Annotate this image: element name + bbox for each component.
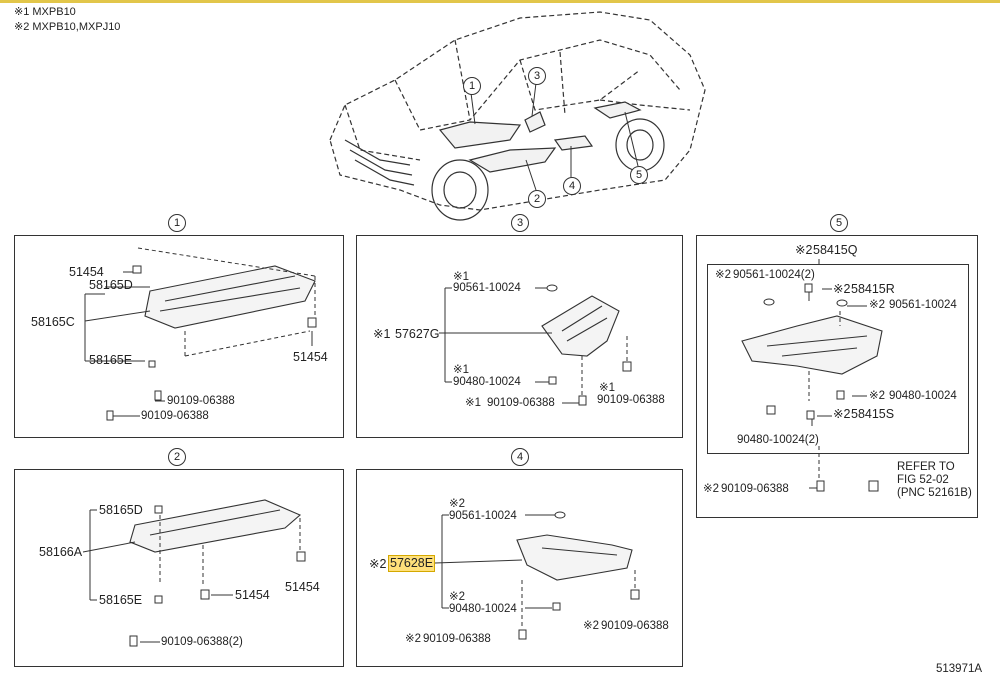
- p5-part-90480-10024: 90480-10024: [889, 390, 957, 402]
- p2-part-51454-a: 51454: [235, 588, 270, 602]
- p3-note-mark-4: ※1: [465, 397, 482, 409]
- panel-5-drawing: [741, 259, 883, 492]
- model-note-2: ※2 MXPB10,MXPJ10: [14, 21, 121, 33]
- model-note-1: ※1 MXPB10: [14, 6, 76, 18]
- p3-part-90109-06388-b: 90109-06388: [597, 394, 665, 406]
- panel-2-number: 2: [168, 448, 186, 466]
- p3-note-mark-1: ※1: [453, 271, 470, 283]
- p3-part-57627g: 57627G: [395, 327, 440, 341]
- p4-part-90561-10024: 90561-10024: [449, 510, 517, 522]
- p4-note-mark-4: ※2: [405, 633, 422, 645]
- p5-part-58415q: 58415Q: [813, 243, 858, 257]
- p2-part-58165e: 58165E: [99, 593, 143, 607]
- p1-part-58165e: 58165E: [89, 353, 133, 367]
- panel-1-number: 1: [168, 214, 186, 232]
- p1-part-51454-right: 51454: [293, 350, 328, 364]
- figure-number: 513971A: [936, 663, 983, 675]
- p5-part-58415s: 58415S: [851, 407, 895, 421]
- overview-callout-5: 5: [630, 166, 648, 184]
- p5-part-90109-06388: 90109-06388: [721, 483, 789, 495]
- p5-note-mark-7: ※2: [703, 483, 720, 495]
- p4-note-mark-3: ※2: [449, 591, 466, 603]
- p5-note-mark-4: ※2: [869, 299, 886, 311]
- p4-part-90480-10024: 90480-10024: [449, 603, 517, 615]
- p1-part-58165d: 58165D: [89, 278, 133, 292]
- p4-part-57628e: 57628E: [387, 555, 436, 572]
- p5-note-mark-6: ※2: [833, 407, 851, 421]
- p5-part-90480-10024-2: 90480-10024(2): [737, 434, 819, 446]
- panel-5: ※2 58415Q ※2 90561-10024(2) ※2 58415R ※2…: [696, 235, 978, 518]
- panel-2-drawing: [82, 499, 306, 647]
- panel-4-number: 4: [511, 448, 529, 466]
- panel-3-drawing: [439, 284, 632, 406]
- panel-3-number: 3: [511, 214, 529, 232]
- panel-4: ※2 90561-10024 ※2 57628E ※2 90480-10024 …: [356, 469, 683, 667]
- p5-note-mark-2: ※2: [715, 269, 732, 281]
- p2-part-58165d: 58165D: [99, 503, 143, 517]
- p4-part-90109-06388-a: 90109-06388: [423, 633, 491, 645]
- p5-part-90561-10024: 90561-10024: [889, 299, 957, 311]
- overview-callout-2: 2: [528, 190, 546, 208]
- p5-part-58415r: 58415R: [851, 282, 895, 296]
- panel-2: 58165D 58166A 58165E 51454 51454 90109-0…: [14, 469, 344, 667]
- p3-note-mark-3: ※1: [453, 364, 470, 376]
- p3-part-90480-10024: 90480-10024: [453, 376, 521, 388]
- panel-1: 51454 58165D 58165C 58165E 90109-06388 9…: [14, 235, 344, 438]
- panel-1-drawing: [84, 247, 317, 421]
- p1-part-51454-top: 51454: [69, 265, 104, 279]
- p3-note-mark-5: ※1: [599, 382, 616, 394]
- p5-refer-to-line-2: FIG 52-02: [897, 474, 949, 486]
- p3-note-mark-2: ※1: [373, 327, 391, 341]
- p5-note-mark-3: ※2: [833, 282, 851, 296]
- panel-5-inner-box: [707, 264, 969, 454]
- p5-refer-to-line-3: (PNC 52161B): [897, 487, 972, 499]
- p5-part-90561-10024-2: 90561-10024(2): [733, 269, 815, 281]
- p5-note-mark-5: ※2: [869, 390, 886, 402]
- p1-part-90109-06388-b: 90109-06388: [141, 410, 209, 422]
- top-accent-line: [0, 0, 1000, 3]
- overview-callout-3: 3: [528, 67, 546, 85]
- p3-part-90561-10024: 90561-10024: [453, 282, 521, 294]
- p2-part-58166a: 58166A: [39, 545, 83, 559]
- p1-part-90109-06388-a: 90109-06388: [167, 395, 235, 407]
- p4-note-mark-5: ※2: [583, 620, 600, 632]
- overview-callout-4: 4: [563, 177, 581, 195]
- overview-callout-1: 1: [463, 77, 481, 95]
- p2-part-90109-06388: 90109-06388(2): [161, 636, 243, 648]
- p4-note-mark-1: ※2: [449, 498, 466, 510]
- p1-part-58165c: 58165C: [31, 315, 75, 329]
- panel-5-number: 5: [830, 214, 848, 232]
- p4-part-90109-06388-b: 90109-06388: [601, 620, 669, 632]
- p5-refer-to-line-1: REFER TO: [897, 461, 955, 473]
- p4-note-mark-2: ※2: [369, 557, 387, 571]
- panel-3: ※1 90561-10024 ※1 57627G ※1 90480-10024 …: [356, 235, 683, 438]
- p5-note-mark-1: ※2: [795, 243, 813, 257]
- p2-part-51454-b: 51454: [285, 580, 320, 594]
- panel-4-drawing: [434, 511, 640, 640]
- p3-part-90109-06388-a: 90109-06388: [487, 397, 555, 409]
